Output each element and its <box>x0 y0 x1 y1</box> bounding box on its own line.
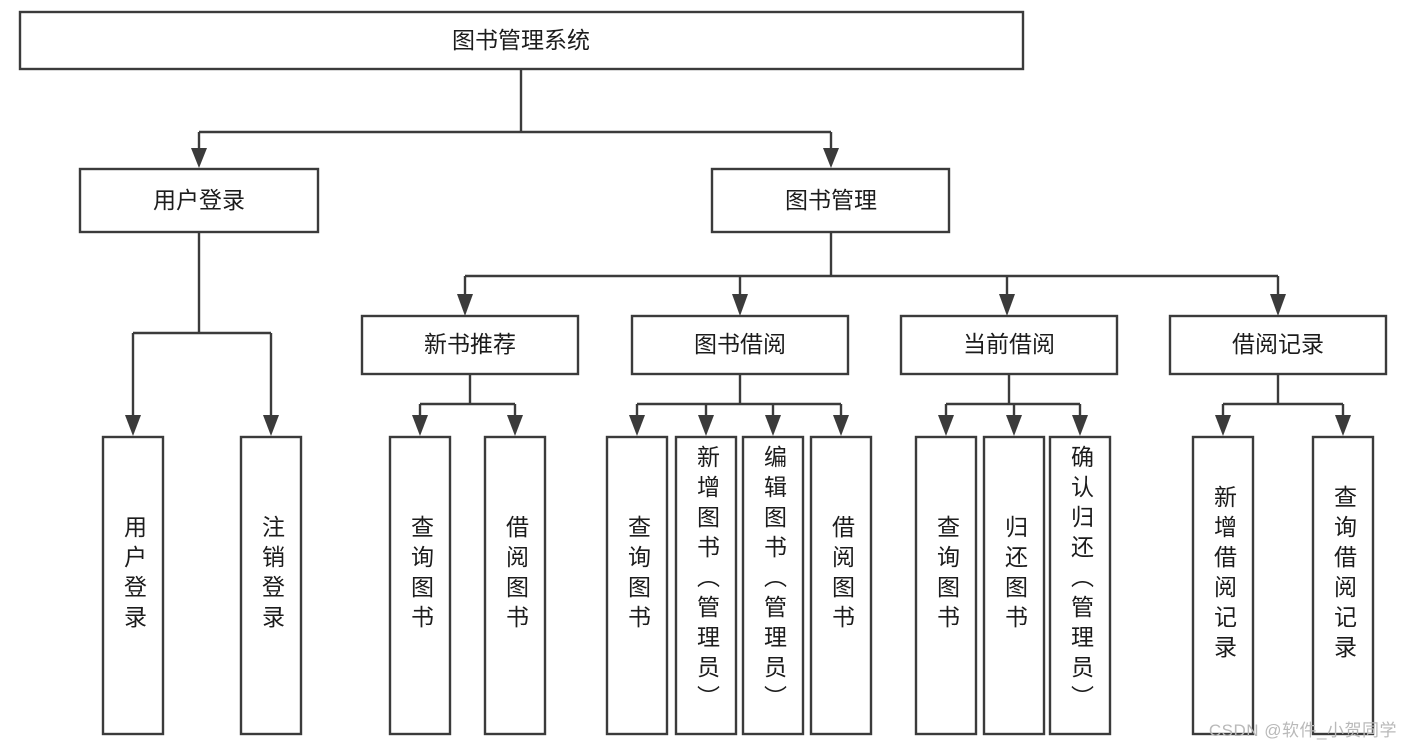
node-user-login-box[interactable] <box>78 167 320 234</box>
arrow-borrow-leaf-1 <box>629 415 645 436</box>
leaf-box-user-login-2[interactable] <box>239 435 303 736</box>
leaf-box-user-login-1[interactable] <box>101 435 165 736</box>
node-user-login[interactable]: 用户登录 <box>78 167 320 234</box>
node-new-book-recommend-box[interactable] <box>360 314 580 376</box>
node-current-borrow-box[interactable] <box>899 314 1119 376</box>
leaf-box-borrow-3[interactable] <box>741 435 805 736</box>
arrow-bookmgmt-c1 <box>457 294 473 316</box>
arrow-borrow-leaf-3 <box>765 415 781 436</box>
arrow-root-to-bookmgmt <box>823 148 839 168</box>
node-layer: 图书管理系统 用户登录 图书管理 新书推荐 图书借阅 当前 <box>18 10 1388 736</box>
leaf-box-recommend-2[interactable] <box>483 435 547 736</box>
leaf-box-current-3[interactable] <box>1048 435 1112 736</box>
node-borrow-record[interactable]: 借阅记录 <box>1168 314 1388 376</box>
leaf-box-recommend-1[interactable] <box>388 435 452 736</box>
arrow-login-leaf-1 <box>125 415 141 436</box>
node-borrow-record-box[interactable] <box>1168 314 1388 376</box>
node-book-borrow-box[interactable] <box>630 314 850 376</box>
node-root[interactable]: 图书管理系统 <box>18 10 1025 71</box>
arrow-login-leaf-2 <box>263 415 279 436</box>
leaf-box-current-2[interactable] <box>982 435 1046 736</box>
arrow-record-leaf-2 <box>1335 415 1351 436</box>
arrow-record-leaf-1 <box>1215 415 1231 436</box>
leaf-box-record-2[interactable] <box>1311 435 1375 736</box>
arrow-bookmgmt-c3 <box>999 294 1015 316</box>
leaf-box-borrow-4[interactable] <box>809 435 873 736</box>
arrow-recommend-leaf-1 <box>412 415 428 436</box>
arrow-root-to-login <box>191 148 207 168</box>
node-book-borrow-label: 图书借阅 <box>694 331 786 357</box>
leaf-box-current-1[interactable] <box>914 435 978 736</box>
node-current-borrow-label: 当前借阅 <box>963 331 1055 357</box>
arrow-current-leaf-1 <box>938 415 954 436</box>
arrow-current-leaf-3 <box>1072 415 1088 436</box>
arrow-bookmgmt-c2 <box>732 294 748 316</box>
node-current-borrow[interactable]: 当前借阅 <box>899 314 1119 376</box>
node-book-borrow[interactable]: 图书借阅 <box>630 314 850 376</box>
arrow-recommend-leaf-2 <box>507 415 523 436</box>
node-book-management-box[interactable] <box>710 167 951 234</box>
node-borrow-record-label: 借阅记录 <box>1232 331 1324 357</box>
leaf-box-record-1[interactable] <box>1191 435 1255 736</box>
connector-layer <box>125 69 1351 436</box>
arrow-current-leaf-2 <box>1006 415 1022 436</box>
node-root-box[interactable] <box>18 10 1025 71</box>
node-book-management-label: 图书管理 <box>785 187 877 213</box>
arrow-borrow-leaf-4 <box>833 415 849 436</box>
leaf-box-borrow-2[interactable] <box>674 435 738 736</box>
node-root-label: 图书管理系统 <box>452 27 590 53</box>
csdn-watermark: CSDN @软件_小贺同学 <box>1208 721 1397 740</box>
node-user-login-label: 用户登录 <box>153 187 245 213</box>
arrow-bookmgmt-c4 <box>1270 294 1286 316</box>
node-new-book-recommend[interactable]: 新书推荐 <box>360 314 580 376</box>
leaf-box-borrow-1[interactable] <box>605 435 669 736</box>
arrow-borrow-leaf-2 <box>698 415 714 436</box>
node-book-management[interactable]: 图书管理 <box>710 167 951 234</box>
node-new-book-recommend-label: 新书推荐 <box>424 331 516 357</box>
